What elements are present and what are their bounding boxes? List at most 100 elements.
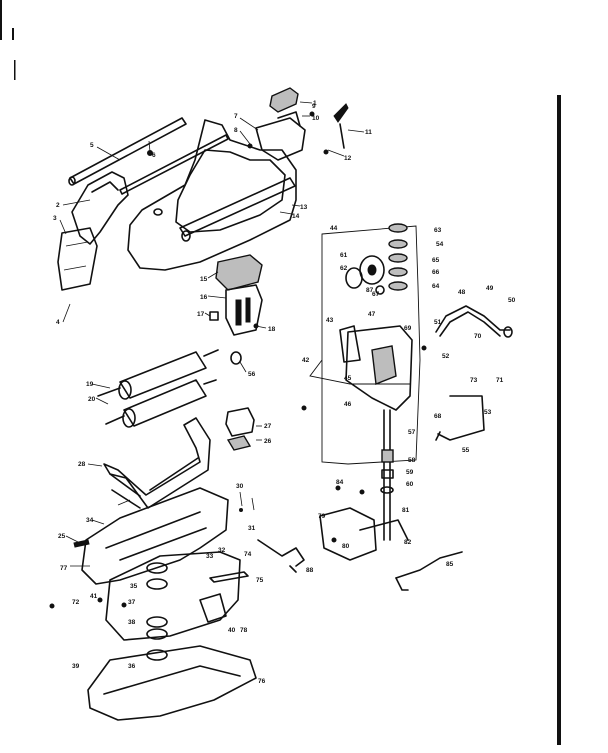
part-motor-45 xyxy=(339,325,413,411)
callout-20: 20 xyxy=(88,396,96,403)
callout-59: 59 xyxy=(406,469,414,476)
callout-1: 1 xyxy=(313,100,317,107)
part-linkage xyxy=(319,507,409,561)
callout-17: 17 xyxy=(197,311,205,318)
callout-79: 79 xyxy=(318,513,326,520)
callout-2: 2 xyxy=(56,202,60,209)
part-pins-right xyxy=(301,345,427,495)
callout-4: 4 xyxy=(56,319,60,326)
callout-11: 11 xyxy=(365,129,372,136)
callout-60: 60 xyxy=(406,481,414,488)
callout-labels: 1 2 3 4 5 6 7 8 9 10 11 12 13 14 15 16 1… xyxy=(53,100,516,685)
callout-44: 44 xyxy=(330,225,338,232)
callout-66: 66 xyxy=(432,269,440,276)
sub-assembly-frame xyxy=(309,225,421,465)
callout-10: 10 xyxy=(312,115,320,122)
part-bracket-7 xyxy=(255,111,306,161)
callout-7: 7 xyxy=(234,113,238,120)
callout-27: 27 xyxy=(264,423,272,430)
callout-31: 31 xyxy=(248,525,256,532)
part-gear-stack xyxy=(388,223,408,291)
callout-16: 16 xyxy=(200,294,208,301)
callout-12: 12 xyxy=(344,155,352,162)
callout-34: 34 xyxy=(86,517,94,524)
callout-36: 36 xyxy=(128,663,136,670)
callout-35: 35 xyxy=(130,583,138,590)
callout-38: 38 xyxy=(128,619,136,626)
part-rod-5 xyxy=(68,117,187,186)
callout-56: 56 xyxy=(248,371,256,378)
part-bracket-78 xyxy=(199,593,227,623)
part-shaft-57 xyxy=(380,409,394,541)
callout-9: 9 xyxy=(312,103,316,110)
callout-50: 50 xyxy=(508,297,516,304)
callout-78: 78 xyxy=(240,627,248,634)
callout-40: 40 xyxy=(228,627,236,634)
callout-63: 63 xyxy=(434,227,442,234)
part-bushing-56 xyxy=(230,351,242,365)
callout-55: 55 xyxy=(462,447,470,454)
callout-14: 14 xyxy=(292,213,300,220)
part-end-cover-2 xyxy=(71,171,129,245)
callout-64: 64 xyxy=(432,283,440,290)
part-main-housing-14 xyxy=(127,119,297,271)
part-bar-6 xyxy=(119,134,229,195)
callout-67: 67 xyxy=(372,291,380,298)
callout-30: 30 xyxy=(236,483,244,490)
callout-65: 65 xyxy=(432,257,440,264)
callout-37: 37 xyxy=(128,599,136,606)
part-screws-lower-left xyxy=(49,539,127,609)
part-clip-11 xyxy=(333,103,349,149)
callout-80: 80 xyxy=(342,543,350,550)
part-pulley-62 xyxy=(345,255,385,295)
callout-46: 46 xyxy=(344,401,352,408)
callout-81: 81 xyxy=(402,507,410,514)
callout-3: 3 xyxy=(53,215,57,222)
callout-19: 19 xyxy=(86,381,94,388)
part-nut-17 xyxy=(209,311,219,321)
part-cap-9 xyxy=(269,87,299,113)
callout-13: 13 xyxy=(300,204,308,211)
callout-25: 25 xyxy=(58,533,66,540)
callout-57: 57 xyxy=(408,429,416,436)
leader-lines xyxy=(59,101,365,567)
part-bracket-53 xyxy=(435,395,485,441)
part-rings xyxy=(146,562,168,661)
callout-39: 39 xyxy=(72,663,80,670)
part-chassis-24 xyxy=(81,487,229,585)
part-pins-30 xyxy=(239,491,255,512)
callout-82: 82 xyxy=(404,539,412,546)
scan-edge-marks xyxy=(0,0,561,745)
callout-84: 84 xyxy=(336,479,344,486)
callout-68: 68 xyxy=(434,413,442,420)
callout-41: 41 xyxy=(90,593,98,600)
part-crank-wire xyxy=(257,539,305,573)
part-base-plate-76 xyxy=(87,645,257,721)
callout-71: 71 xyxy=(496,377,504,384)
callout-76: 76 xyxy=(258,678,266,685)
callout-74: 74 xyxy=(244,551,252,558)
callout-26: 26 xyxy=(264,438,272,445)
part-block-27 xyxy=(225,407,255,437)
part-block-26 xyxy=(226,435,252,451)
callout-45: 45 xyxy=(344,375,352,382)
callout-70: 70 xyxy=(474,333,482,340)
callout-28: 28 xyxy=(78,461,86,468)
callout-15: 15 xyxy=(200,276,208,283)
callout-18: 18 xyxy=(268,326,276,333)
callout-88: 88 xyxy=(306,567,314,574)
callout-6: 6 xyxy=(152,152,156,159)
part-roller-20 xyxy=(105,379,217,428)
part-screws-top xyxy=(147,111,329,156)
callout-33: 33 xyxy=(206,553,214,560)
callout-62: 62 xyxy=(340,265,348,272)
part-mount-16 xyxy=(225,284,263,336)
part-screw-18 xyxy=(253,323,267,329)
callout-72: 72 xyxy=(72,599,80,606)
callout-53: 53 xyxy=(484,409,492,416)
callout-75: 75 xyxy=(256,577,264,584)
part-shaft-75 xyxy=(209,571,249,583)
callout-5: 5 xyxy=(90,142,94,149)
part-wire-frame-22 xyxy=(103,417,211,509)
callout-77: 77 xyxy=(60,565,68,572)
